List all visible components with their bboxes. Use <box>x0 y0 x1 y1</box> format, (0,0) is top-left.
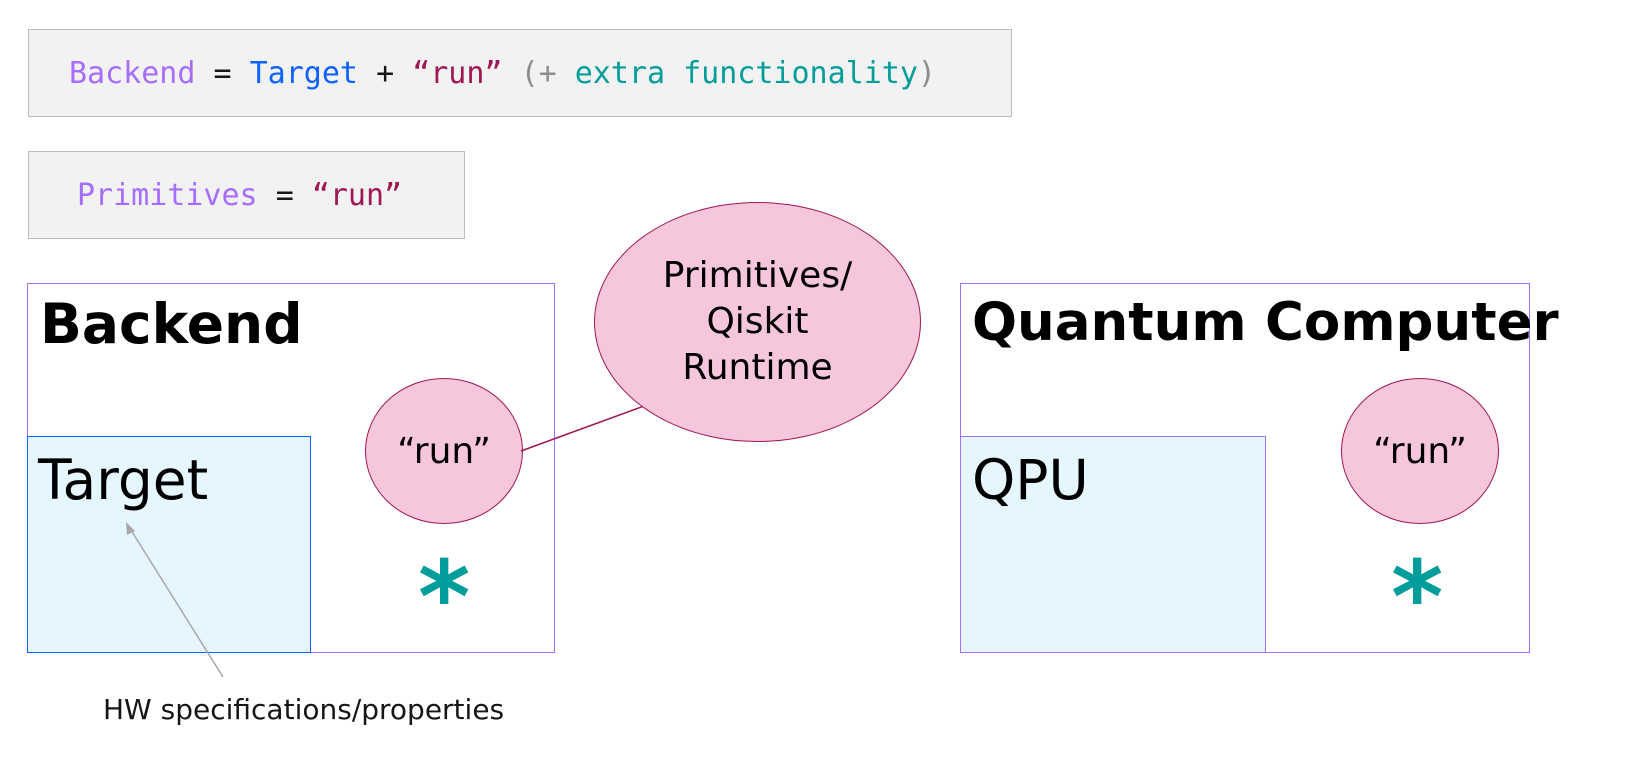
equation-extra-term: extra functionality <box>574 55 918 91</box>
quantum-computer-title: Quantum Computer <box>972 292 1559 353</box>
backend-title: Backend <box>40 292 303 356</box>
backend-run-label: “run” <box>397 430 491 472</box>
equation-equals: = <box>213 55 232 91</box>
qpu-label: QPU <box>972 448 1089 512</box>
equation-backend-term: Backend <box>69 55 196 91</box>
runtime-line-2: Qiskit <box>706 301 809 342</box>
equation-extra-close: ) <box>917 55 936 91</box>
equation-primitives-term: Primitives <box>77 177 258 213</box>
backend-run-bubble: “run” <box>365 378 523 524</box>
quantum-asterisk: * <box>1391 539 1444 656</box>
backend-equation: Backend = Target + “run” (+ extra functi… <box>28 29 1012 117</box>
quantum-run-label: “run” <box>1373 430 1467 472</box>
hw-specifications-caption: HW specifications/properties <box>103 693 505 726</box>
backend-asterisk: * <box>418 539 471 656</box>
equation-equals: = <box>275 177 294 213</box>
runtime-line-1: Primitives/ <box>662 255 853 296</box>
equation-extra-open: (+ <box>520 55 557 91</box>
quantum-run-bubble: “run” <box>1341 378 1499 524</box>
primitives-equation: Primitives = “run” <box>28 151 465 239</box>
qpu-box <box>960 436 1266 653</box>
target-label: Target <box>38 448 209 512</box>
runtime-line-3: Runtime <box>682 347 833 388</box>
equation-plus: + <box>376 55 395 91</box>
equation-run-term: “run” <box>311 177 403 213</box>
equation-target-term: Target <box>249 55 358 91</box>
runtime-bubble: Primitives/ Qiskit Runtime <box>594 202 921 442</box>
equation-run-term: “run” <box>412 55 503 91</box>
